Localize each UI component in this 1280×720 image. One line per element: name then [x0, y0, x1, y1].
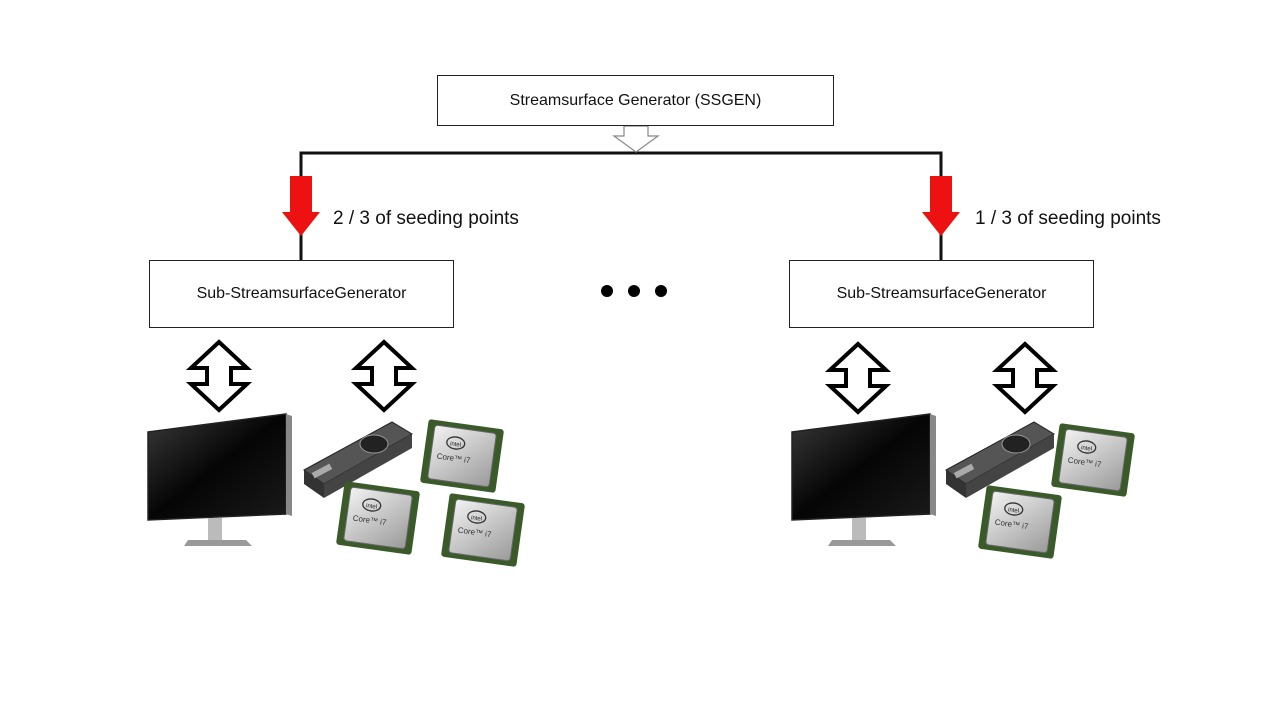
seeding-fraction-left: 2 / 3 of seeding points: [333, 208, 519, 229]
sub-generator-label: Sub-StreamsurfaceGenerator: [836, 285, 1047, 302]
double-arrow-icon: [995, 342, 1055, 414]
red-arrow-left: [282, 176, 320, 236]
bus-line: [299, 151, 943, 260]
cpu-chip-icon: [419, 418, 505, 494]
double-arrow-icon: [189, 340, 249, 412]
monitor-icon: [147, 413, 293, 547]
cpu-chip-icon: [440, 492, 526, 568]
root-node-box: Streamsurface Generator (SSGEN): [437, 75, 834, 126]
ellipsis-dot: [628, 285, 640, 297]
ellipsis-dot: [655, 285, 667, 297]
cpu-chip-icon: [1050, 422, 1136, 498]
sub-generator-box-left: Sub-StreamsurfaceGenerator: [149, 260, 454, 328]
sub-generator-label: Sub-StreamsurfaceGenerator: [196, 285, 407, 302]
seeding-fraction-right: 1 / 3 of seeding points: [975, 208, 1161, 229]
root-node-label: Streamsurface Generator (SSGEN): [509, 91, 762, 109]
monitor-icon: [791, 413, 937, 547]
cpu-chip-icon: [335, 480, 421, 556]
double-arrow-icon: [828, 342, 888, 414]
cpu-chip-icon: [977, 484, 1063, 560]
ellipsis-dot: [601, 285, 613, 297]
double-arrow-icon: [354, 340, 414, 412]
root-output-arrow: [612, 125, 660, 153]
red-arrow-right: [922, 176, 960, 236]
gpu-card-icon: [945, 421, 1055, 499]
sub-generator-box-right: Sub-StreamsurfaceGenerator: [789, 260, 1094, 328]
